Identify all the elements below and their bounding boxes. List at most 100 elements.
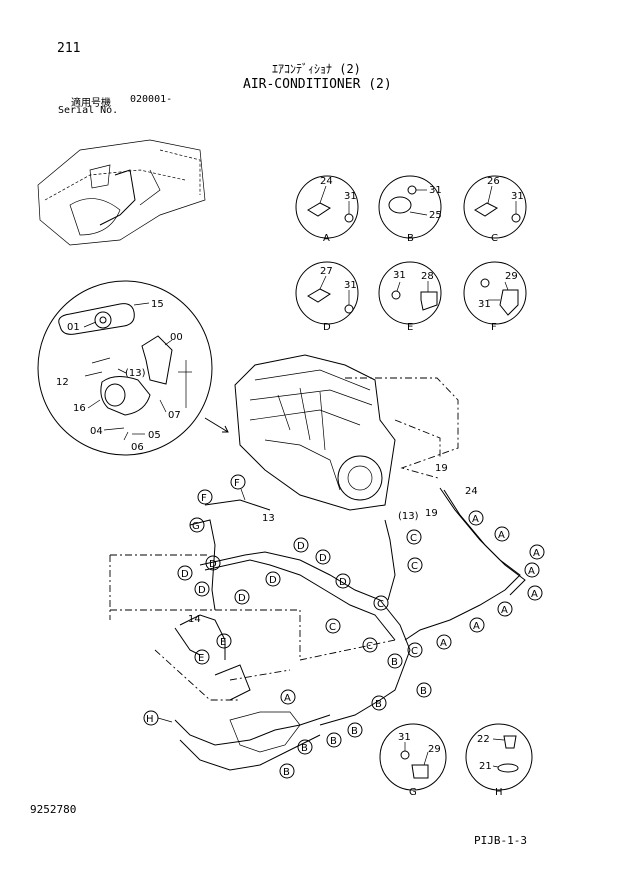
svg-text:E: E: [198, 653, 204, 664]
part-04: 04: [90, 426, 103, 437]
page-title: AIR-CONDITIONER (2): [243, 77, 392, 92]
callout-D-7: D: [335, 573, 351, 589]
callout-D-6: D: [265, 571, 281, 587]
svg-text:D: D: [269, 575, 277, 586]
detail-A-part-1: 24: [320, 176, 333, 187]
callout-F-1: F: [230, 474, 246, 501]
svg-text:C: C: [377, 599, 384, 610]
callout-D-8: D: [234, 589, 250, 605]
callout-A-7: A: [469, 617, 485, 633]
callout-D-5: D: [194, 581, 210, 597]
callout-C-4: C: [325, 618, 341, 634]
title-japanese: ｴｱｺﾝﾃﾞｨｼｮﾅ (2): [272, 62, 361, 76]
svg-text:D: D: [209, 559, 217, 570]
detail-B-letter: B: [407, 233, 414, 244]
callout-B-7: B: [279, 763, 295, 779]
callout-C-5: C: [362, 637, 378, 653]
engine-sketch: [234, 354, 396, 511]
svg-text:D: D: [198, 585, 206, 596]
svg-text:C: C: [410, 533, 417, 544]
detail-E-letter: E: [407, 322, 413, 333]
detail-A: 24 31 A: [295, 175, 359, 244]
drawing-number: 9252780: [30, 803, 77, 816]
detail-H: 22 21 H: [465, 723, 533, 798]
svg-text:A: A: [472, 514, 479, 525]
part-12: 12: [56, 377, 69, 388]
callout-C-1: C: [406, 529, 422, 545]
callout-C-3: C: [373, 595, 389, 611]
harness-tubes: [174, 487, 526, 771]
callout-B-6: B: [297, 739, 313, 755]
svg-text:B: B: [420, 686, 427, 697]
svg-text:A: A: [533, 548, 540, 559]
callout-B-5: B: [326, 732, 342, 748]
svg-text:A: A: [528, 566, 535, 577]
svg-text:D: D: [339, 577, 347, 588]
detail-A-letter: A: [323, 233, 330, 244]
detail-D-letter: D: [323, 322, 331, 333]
harness-boundary: [109, 377, 459, 701]
callout-D-2: D: [315, 549, 331, 565]
callout-B-1: B: [387, 653, 403, 669]
svg-text:D: D: [319, 553, 327, 564]
detail-H-part-1: 22: [477, 734, 490, 745]
callout-D-1: D: [293, 537, 309, 553]
callout-A-5: A: [527, 585, 543, 601]
part-05: 05: [148, 430, 161, 441]
detail-F-part-1: 29: [505, 271, 518, 282]
compressor-detail: 15 01 00 12 (13) 16 07 04 05 06: [37, 280, 213, 456]
part-14: 14: [188, 614, 201, 625]
callout-A-9: A: [280, 689, 296, 705]
callout-balloons: F F G D D D D D D D D C C C C C A A A A …: [143, 474, 545, 779]
callout-C-2: C: [407, 557, 423, 573]
detail-B-part-2: 25: [429, 210, 442, 221]
callout-A-2: A: [494, 526, 510, 542]
detail-C-letter: C: [491, 233, 498, 244]
part-24: 24: [465, 486, 478, 497]
compressor-leader-arrow: [204, 417, 229, 433]
detail-B-part-1: 31: [429, 185, 442, 196]
svg-text:B: B: [283, 767, 290, 778]
detail-D-part-1: 27: [320, 266, 333, 277]
detail-H-letter: H: [495, 787, 503, 798]
detail-D-part-2: 31: [344, 280, 357, 291]
detail-G-letter: G: [409, 787, 417, 798]
part-00: 00: [170, 332, 183, 343]
part-19-b: 19: [425, 508, 438, 519]
part-07: 07: [168, 410, 181, 421]
part-13-ref-harness: (13): [398, 511, 419, 522]
callout-F-2: F: [197, 489, 213, 505]
svg-text:A: A: [284, 693, 291, 704]
svg-text:B: B: [301, 743, 308, 754]
svg-text:C: C: [366, 641, 373, 652]
svg-text:A: A: [498, 530, 505, 541]
detail-F-part-2: 31: [478, 299, 491, 310]
detail-E-part-1: 31: [393, 270, 406, 281]
part-15: 15: [151, 299, 164, 310]
detail-E-part-2: 28: [421, 271, 434, 282]
serial-value: 020001-: [130, 94, 173, 105]
part-01: 01: [67, 322, 80, 333]
page-number: 211: [57, 41, 81, 56]
detail-G-part-2: 29: [428, 744, 441, 755]
svg-text:B: B: [391, 657, 398, 668]
svg-text:C: C: [329, 622, 336, 633]
svg-text:B: B: [375, 699, 382, 710]
callout-D-3: D: [177, 565, 193, 581]
callout-B-4: B: [347, 722, 363, 738]
part-16: 16: [73, 403, 86, 414]
machine-overview-sketch: [37, 139, 206, 246]
svg-text:F: F: [201, 493, 207, 504]
callout-G: G: [189, 517, 205, 533]
callout-D-4: D: [205, 555, 221, 571]
svg-text:F: F: [234, 478, 240, 489]
svg-text:E: E: [220, 637, 226, 648]
part-13-ref: (13): [125, 368, 146, 379]
callout-A-4: A: [524, 562, 540, 578]
callout-E-1: E: [216, 633, 232, 649]
callout-H: H: [143, 710, 173, 726]
part-06: 06: [131, 442, 144, 453]
detail-F-letter: F: [491, 322, 497, 333]
callout-A-3: A: [529, 544, 545, 560]
svg-text:D: D: [181, 569, 189, 580]
